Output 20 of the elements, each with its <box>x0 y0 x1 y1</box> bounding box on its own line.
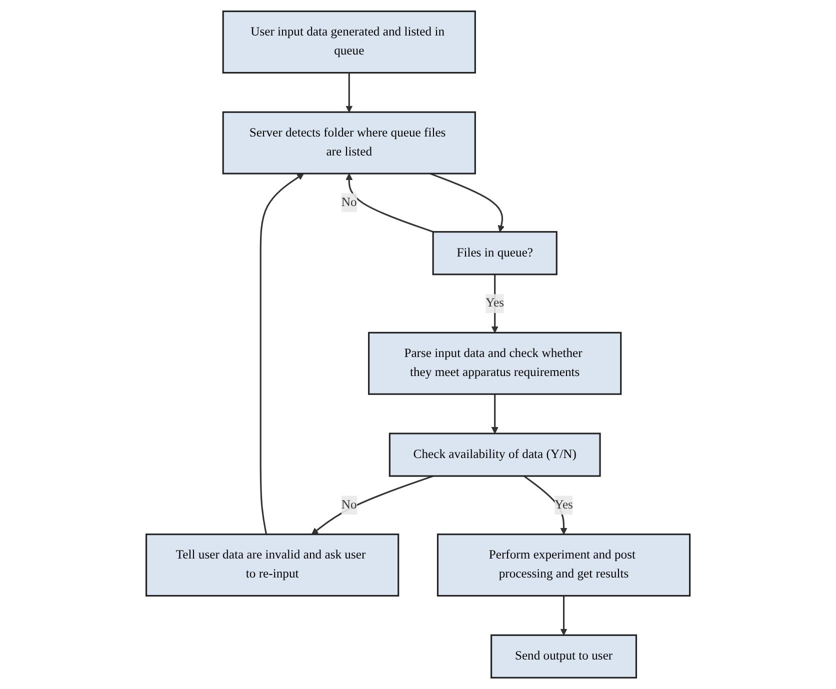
node-box: Server detects folder where queue files are listed <box>222 111 476 174</box>
node-box: Tell user data are invalid and ask user to re-input <box>145 534 400 597</box>
node-box: Send output to user <box>490 634 637 678</box>
node-box: Check availability of data (Y/N) <box>388 432 601 477</box>
node-box: Perform experiment and post processing and get results <box>436 534 691 597</box>
node-box: User input data generated and listed in queue <box>222 10 476 74</box>
node-box: Parse input data and check whether they meet apparatus requirements <box>368 332 622 395</box>
edge-label: Yes <box>554 498 573 512</box>
arrow <box>430 172 505 232</box>
arrow <box>560 596 568 636</box>
edge-label: No <box>341 196 357 210</box>
arrow <box>346 173 434 233</box>
arrow <box>311 475 434 535</box>
arrow <box>491 394 498 434</box>
arrow <box>346 72 353 112</box>
node-box: Files in queue? <box>432 231 558 276</box>
arrow <box>523 475 568 535</box>
edge-label: Yes <box>486 296 504 310</box>
edge-label: No <box>341 498 357 512</box>
arrow <box>260 173 304 534</box>
